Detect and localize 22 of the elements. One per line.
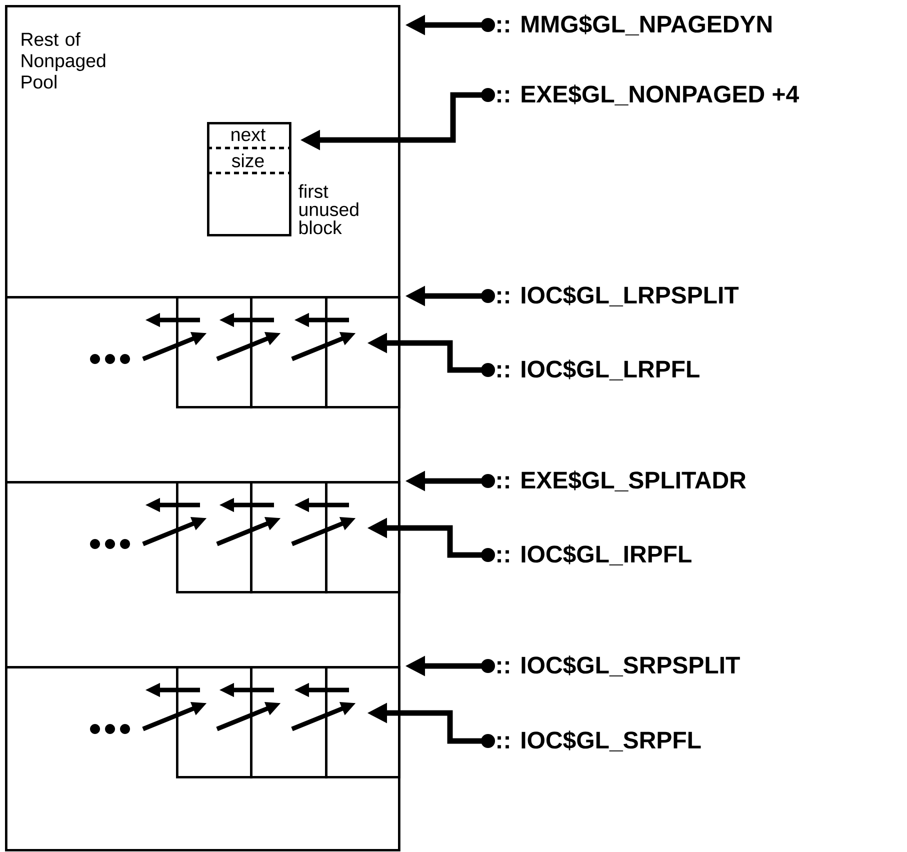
packet-cell xyxy=(325,296,400,408)
symbol-label: :: MMG$GL_NPAGEDYN xyxy=(498,14,772,36)
pool-section xyxy=(5,481,400,668)
symbol-label: :: IOC$GL_SRPFL xyxy=(498,730,701,752)
packet-cell xyxy=(250,296,328,408)
packet-cell xyxy=(250,666,328,778)
symbol-label: :: EXE$GL_NONPAGED +4 xyxy=(498,84,799,106)
packet-cell xyxy=(176,666,252,778)
free-block: next size xyxy=(207,122,292,236)
symbol-label: :: IOC$GL_SRPSPLIT xyxy=(498,656,740,676)
symbol-label: :: EXE$GL_SPLITADR xyxy=(498,470,746,492)
pool-section xyxy=(5,666,400,852)
symbol-label: :: IOC$GL_LRPSPLIT xyxy=(498,286,739,306)
packet-cell xyxy=(325,481,400,594)
symbol-label: :: IOC$GL_IRPFL xyxy=(498,544,692,566)
packet-cell xyxy=(176,481,252,594)
pool-section xyxy=(5,296,400,484)
block-caption: first unused block xyxy=(298,184,358,234)
symbol-label: :: IOC$GL_LRPFL xyxy=(498,360,700,380)
packet-cell xyxy=(250,481,328,594)
packet-cell xyxy=(176,296,252,408)
packet-cell xyxy=(325,666,400,778)
